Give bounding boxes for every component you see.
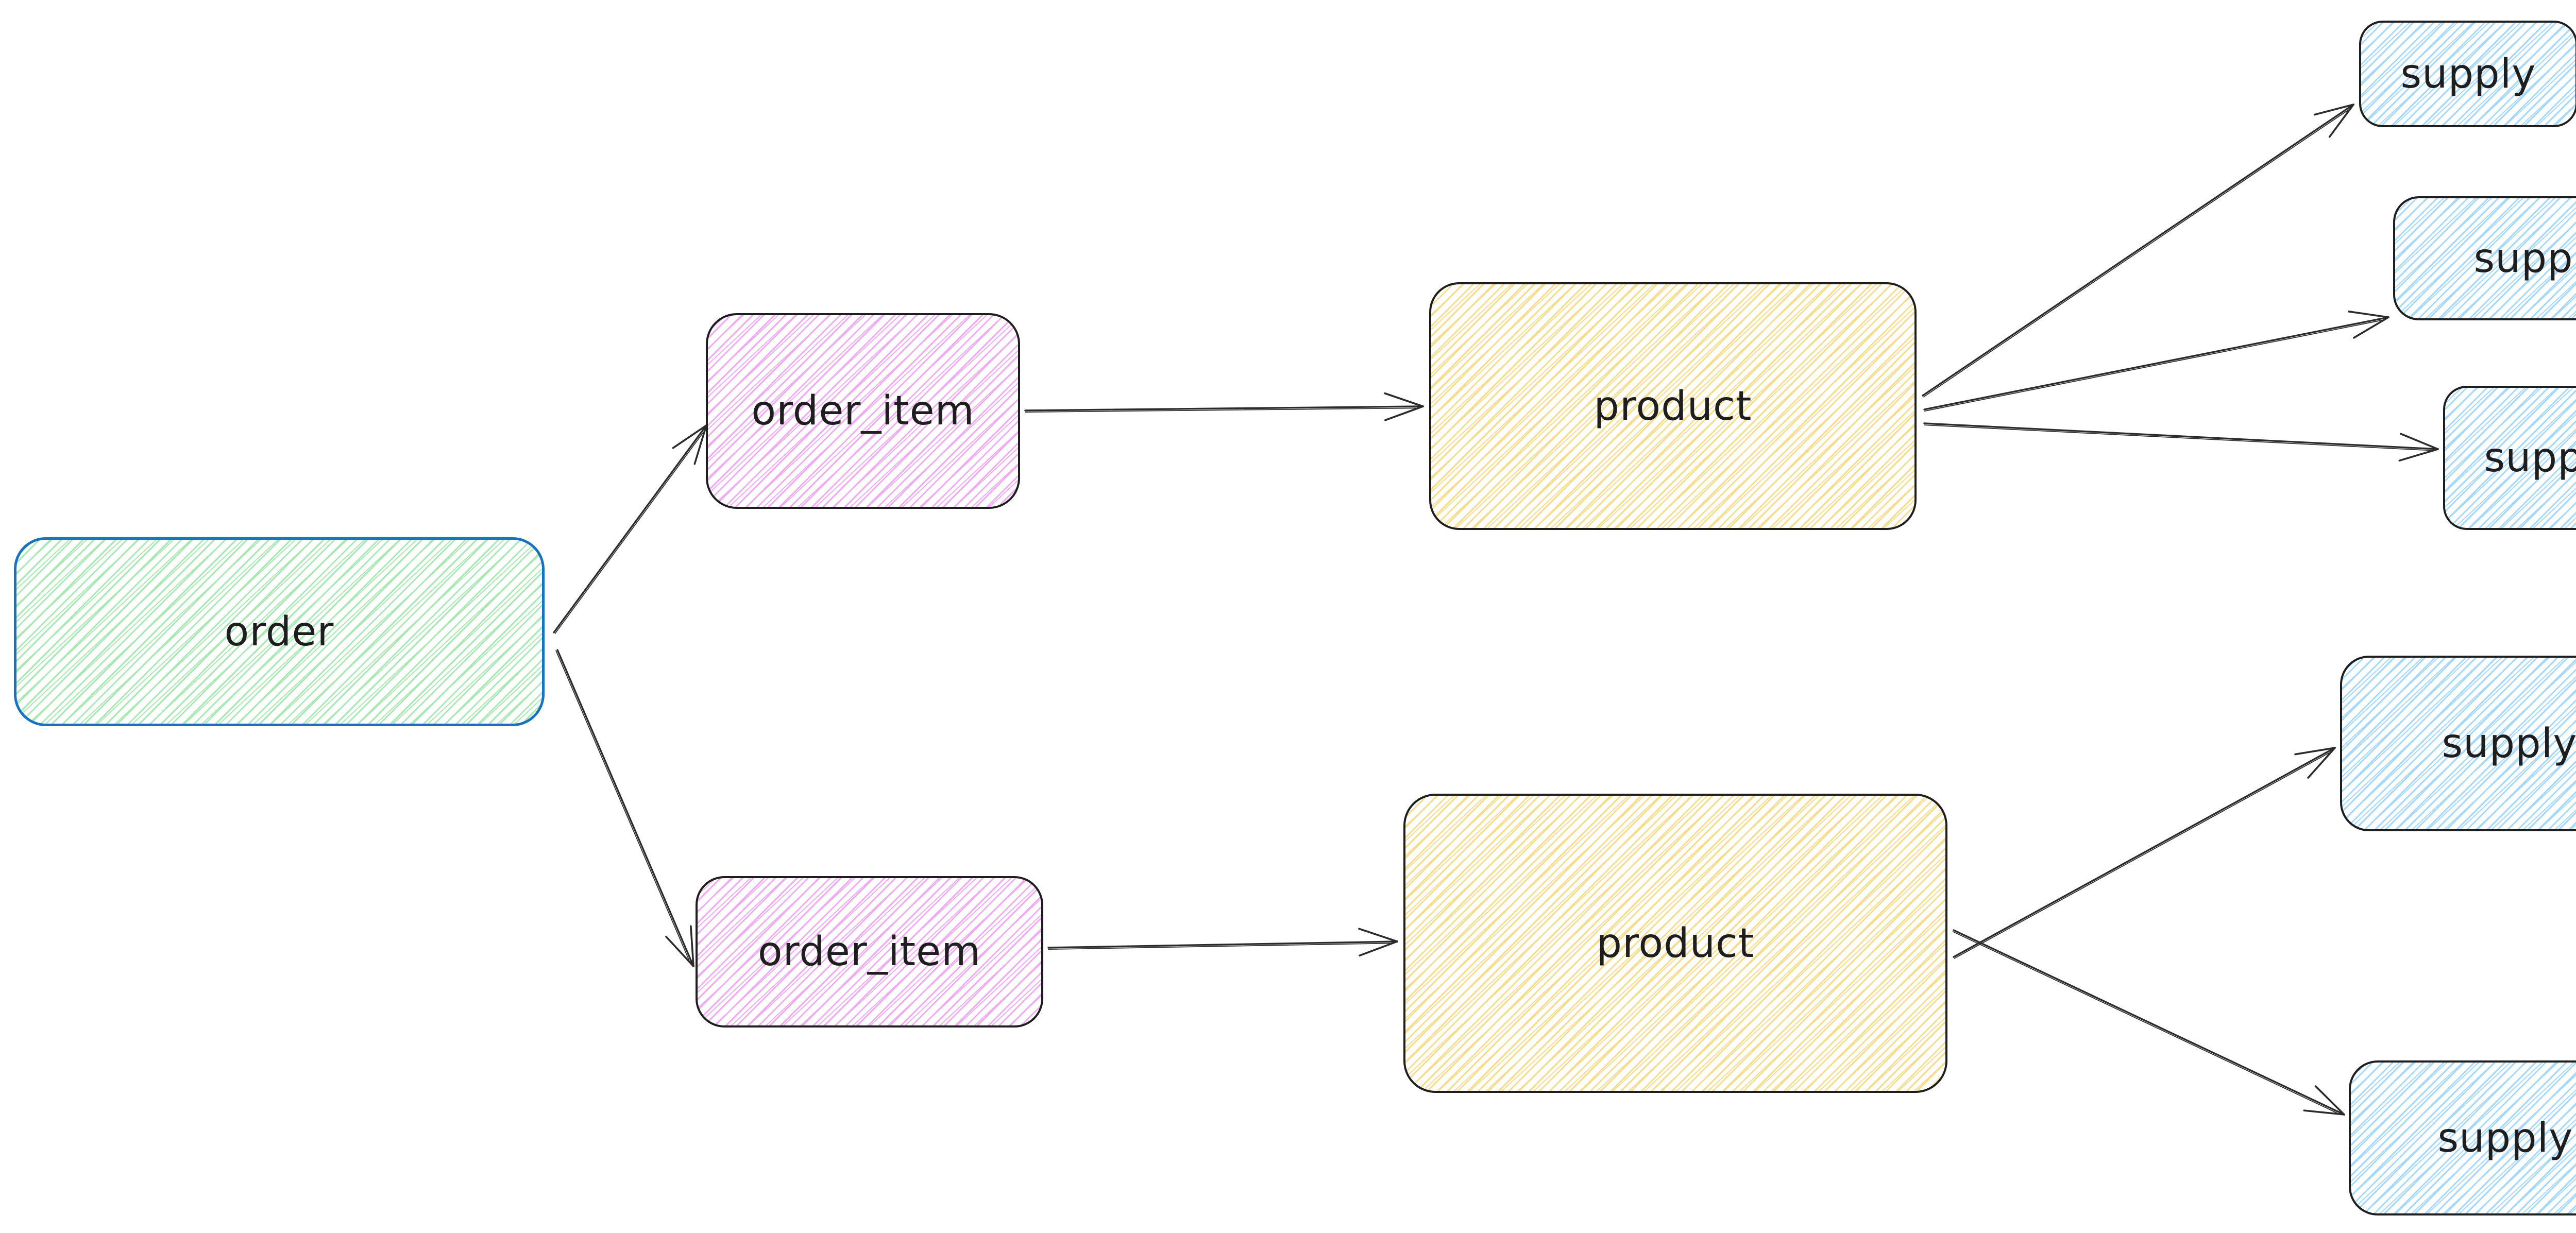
arrow-shaft[interactable] [1047, 940, 1398, 949]
arrow-shaft[interactable] [1953, 747, 2336, 958]
node-supply-top-3[interactable]: supply [2443, 386, 2576, 530]
arrow-shaft[interactable] [1922, 104, 2354, 397]
node-order[interactable]: order [14, 537, 545, 726]
node-order-item-bottom-label: order_item [757, 929, 981, 975]
arrow-shaft[interactable] [1953, 929, 2345, 1116]
node-supply-bottom-2[interactable]: supply [2349, 1060, 2576, 1215]
arrow-shaft[interactable] [553, 424, 707, 633]
arrowhead[interactable] [1384, 405, 1424, 421]
arrowhead[interactable] [693, 424, 707, 465]
arrow-order-to-order_item_bot[interactable] [555, 649, 694, 967]
arrowhead[interactable] [690, 925, 694, 967]
node-product-top[interactable]: product [1429, 282, 1917, 530]
arrow-product_top-to-supply_t3[interactable] [1923, 422, 2439, 462]
arrow-shaft[interactable] [556, 649, 694, 967]
arrow-shaft[interactable] [1024, 405, 1424, 412]
arrow-order_item_top-to-product_top[interactable] [1024, 392, 1424, 421]
arrowhead[interactable] [1359, 940, 1398, 957]
node-order-item-bottom[interactable]: order_item [696, 876, 1043, 1028]
arrow-order-to-order_item_top[interactable] [553, 424, 707, 634]
arrow-order_item_bot-to-product_bot[interactable] [1047, 928, 1398, 957]
arrowhead[interactable] [1358, 928, 1398, 943]
arrowhead[interactable] [672, 424, 707, 449]
arrowhead[interactable] [665, 935, 694, 967]
node-order-label: order [224, 608, 334, 655]
arrow-product_bot-to-supply_b2[interactable] [1952, 929, 2345, 1116]
node-supply-bottom-1-label: supply [2442, 720, 2576, 767]
arrowhead[interactable] [2398, 448, 2439, 462]
node-supply-bottom-2-label: supply [2437, 1115, 2573, 1161]
node-supply-bottom-1[interactable]: supply [2340, 656, 2576, 831]
arrowhead[interactable] [2348, 311, 2389, 318]
arrow-product_top-to-supply_t1[interactable] [1922, 104, 2354, 398]
arrowhead[interactable] [2303, 1109, 2345, 1116]
arrowhead[interactable] [2313, 104, 2354, 116]
arrowhead[interactable] [1384, 392, 1424, 407]
node-order-item-top-label: order_item [751, 388, 975, 434]
arrowhead[interactable] [2294, 747, 2336, 756]
node-supply-top-2-label: supply [2473, 235, 2576, 282]
arrow-product_bot-to-supply_b1[interactable] [1953, 747, 2336, 959]
node-supply-top-1[interactable]: supply [2359, 21, 2576, 127]
arrowhead[interactable] [2314, 1085, 2345, 1116]
arrowhead[interactable] [2400, 433, 2439, 450]
node-product-bottom[interactable]: product [1403, 794, 1947, 1093]
node-supply-top-2[interactable]: supply [2393, 196, 2576, 320]
node-product-bottom-label: product [1596, 920, 1755, 967]
arrowhead[interactable] [2307, 747, 2336, 779]
node-supply-top-3-label: supply [2484, 435, 2576, 481]
arrow-product_top-to-supply_t2[interactable] [1923, 311, 2389, 412]
arrowhead[interactable] [2353, 316, 2389, 339]
node-product-top-label: product [1594, 383, 1752, 430]
arrow-shaft[interactable] [1923, 316, 2389, 410]
node-supply-top-1-label: supply [2400, 50, 2536, 97]
node-order-item-top[interactable]: order_item [706, 313, 1020, 509]
arrow-shaft[interactable] [1923, 422, 2439, 450]
arrowhead[interactable] [2328, 104, 2354, 138]
